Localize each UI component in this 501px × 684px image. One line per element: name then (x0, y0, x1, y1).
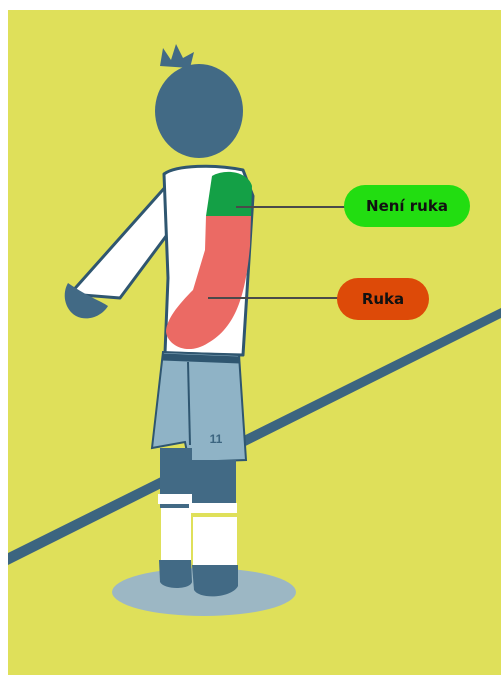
player-sock-stripe-back (158, 494, 192, 504)
player-sock-stripe-front (189, 503, 237, 513)
arm-label: Ruka (337, 278, 429, 320)
player-head (155, 64, 243, 158)
not-arm-label: Není ruka (344, 185, 470, 227)
player-shoe-back (159, 560, 192, 588)
shorts-number: 11 (210, 432, 223, 446)
not-arm-zone-highlight (206, 172, 252, 216)
player-sock-back (161, 508, 191, 563)
shorts-waistband (162, 357, 240, 360)
player-shorts (152, 352, 246, 462)
player-sock-front (193, 517, 237, 567)
player-shoe-front (192, 565, 238, 596)
